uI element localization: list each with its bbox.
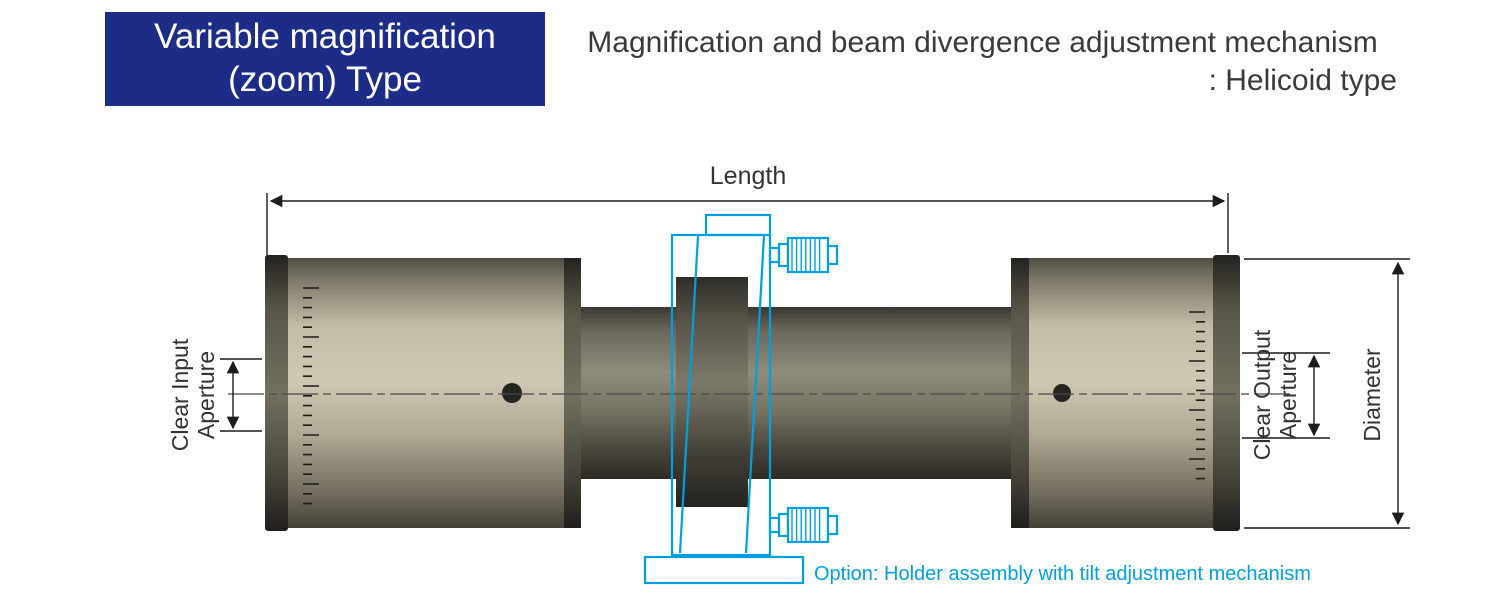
- heading-line2: : Helicoid type: [1208, 63, 1397, 97]
- clear-input-aperture-label-line1: Clear Input: [167, 338, 193, 451]
- length-label: Length: [710, 162, 786, 190]
- tilt-knob-top-tip: [826, 244, 839, 266]
- right-barrel-right-cap: [1213, 255, 1240, 531]
- tilt-knob-bottom-tip: [826, 514, 839, 536]
- tilt-knob-bottom-knurling: [791, 509, 821, 541]
- holder-tilt-line-left: [678, 235, 700, 554]
- heading-line1: Magnification and beam divergence adjust…: [587, 26, 1378, 59]
- tilt-knob-top: [768, 236, 839, 274]
- holder-tilt-line-right: [744, 235, 766, 554]
- tilt-knob-bottom-body: [786, 506, 830, 544]
- right-barrel: [1011, 255, 1240, 531]
- center-tube-body: [581, 307, 1011, 479]
- clear-output-aperture-label-line2: Aperture: [1275, 351, 1301, 439]
- holder-plate: [670, 233, 772, 557]
- center-flange: [676, 277, 748, 507]
- title-line2: (zoom) Type: [228, 60, 422, 99]
- tilt-knob-top-knurling: [791, 239, 821, 271]
- clear-input-aperture-label-line2: Aperture: [193, 351, 219, 439]
- diameter-label: Diameter: [1359, 348, 1385, 442]
- diameter-dimension: [1244, 258, 1410, 529]
- left-barrel-right-band: [564, 258, 581, 528]
- left-barrel-left-cap: [265, 255, 288, 531]
- left-barrel: [265, 255, 581, 531]
- left-barrel-scale-ticks: [303, 287, 319, 505]
- tilt-knob-bottom-stem: [768, 516, 781, 534]
- right-barrel-scale-ticks: [1189, 311, 1205, 480]
- option-note: Option: Holder assembly with tilt adjust…: [814, 563, 1311, 585]
- length-dimension: [266, 193, 1229, 257]
- tilt-knob-bottom: [768, 506, 839, 544]
- left-barrel-body: [288, 258, 564, 528]
- tilt-knob-top-collar: [777, 242, 790, 268]
- tilt-knob-bottom-collar: [777, 512, 790, 538]
- clear-output-aperture-label-line1: Clear Output: [1249, 329, 1275, 460]
- holder-assembly: [643, 213, 839, 585]
- right-barrel-left-band: [1011, 258, 1029, 528]
- tilt-knob-top-body: [786, 236, 830, 274]
- tilt-knob-top-stem: [768, 246, 781, 264]
- title-box: Variable magnification (zoom) Type: [105, 12, 545, 106]
- holder-base-plate: [643, 555, 805, 585]
- clear-output-aperture-dimension: [1242, 352, 1330, 439]
- holder-top-clamp: [704, 213, 772, 237]
- left-set-screw: [502, 383, 522, 403]
- center-tube: [581, 277, 1011, 507]
- clear-input-aperture-dimension: [220, 358, 262, 432]
- right-set-screw: [1053, 384, 1071, 402]
- title-line1: Variable magnification: [154, 17, 496, 57]
- page-heading: Magnification and beam divergence adjust…: [560, 24, 1405, 99]
